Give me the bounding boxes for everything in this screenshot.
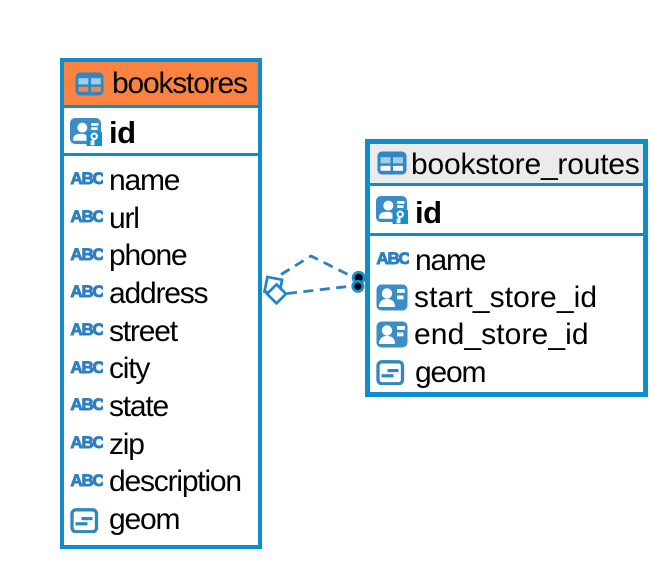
svg-text:ABC: ABC (70, 247, 103, 261)
svg-text:ABC: ABC (376, 251, 409, 265)
svg-text:ABC: ABC (70, 473, 103, 487)
svg-text:ABC: ABC (70, 209, 103, 223)
svg-text:ABC: ABC (70, 397, 103, 411)
svg-text:ABC: ABC (70, 284, 103, 298)
svg-text:ABC: ABC (70, 435, 103, 449)
svg-text:ABC: ABC (70, 171, 103, 185)
svg-text:ABC: ABC (70, 360, 103, 374)
svg-text:ABC: ABC (70, 322, 103, 336)
